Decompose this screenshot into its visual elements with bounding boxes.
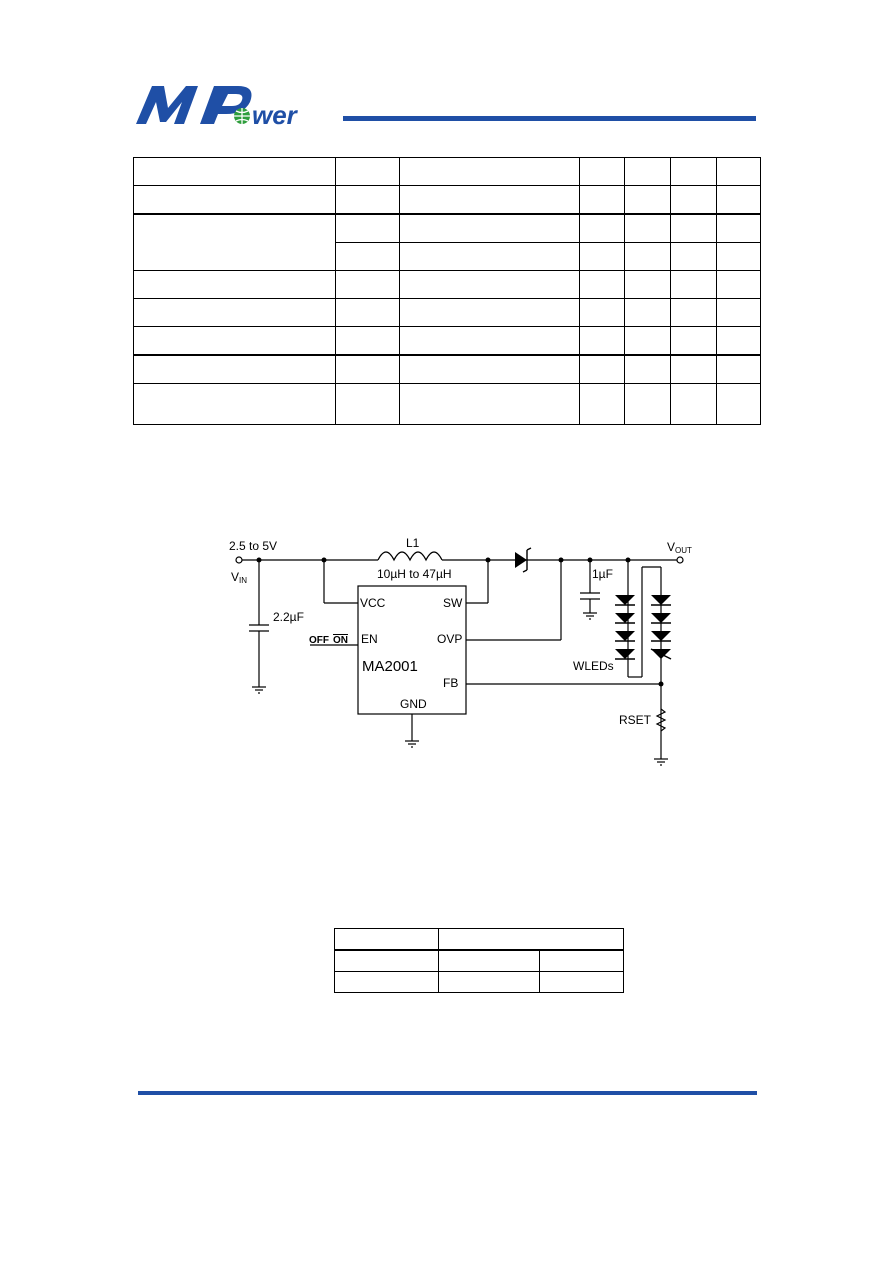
pin-gnd-label: GND [400,697,427,711]
table-row [334,949,624,972]
en-on-label: ON [333,635,348,646]
table-row [133,185,761,215]
application-schematic: 2.5 to 5V VIN L1 10µH to 47µH 2.2µF 1µF … [229,536,692,766]
small-table [334,928,624,993]
wled-array [615,595,672,660]
table-row [133,213,761,271]
footer-rule [138,1091,757,1095]
spec-table [133,157,761,425]
pin-fb-label: FB [443,676,458,690]
output-cap-label: 1µF [592,567,613,581]
header-rule [343,116,756,121]
ground-symbols [252,612,668,766]
rset-label: RSET [619,713,652,727]
pin-ovp-label: OVP [437,632,462,646]
pin-sw-label: SW [443,596,463,610]
table-row [133,298,761,327]
pin-en-label: EN [361,632,378,646]
schottky-diode [515,547,532,573]
mpower-logo: wer [136,86,299,128]
inductor-value: 10µH to 47µH [377,567,452,581]
table-row [133,270,761,299]
vout-label: VOUT [667,540,692,555]
table-row [133,157,761,186]
table-row [334,928,624,951]
ic-chip [357,585,467,715]
table-row [133,326,761,356]
table-row [133,383,761,425]
table-row [133,354,761,384]
vin-range-label: 2.5 to 5V [229,539,277,553]
input-cap-label: 2.2µF [273,610,304,624]
logo-wordmark: wer [252,100,299,128]
wleds-label: WLEDs [573,659,614,673]
pin-vcc-label: VCC [360,596,386,610]
en-off-label: OFF [309,635,329,646]
inductor-name: L1 [406,536,420,550]
table-row [334,971,624,993]
vin-label: VIN [231,570,247,585]
chip-name: MA2001 [362,658,418,675]
